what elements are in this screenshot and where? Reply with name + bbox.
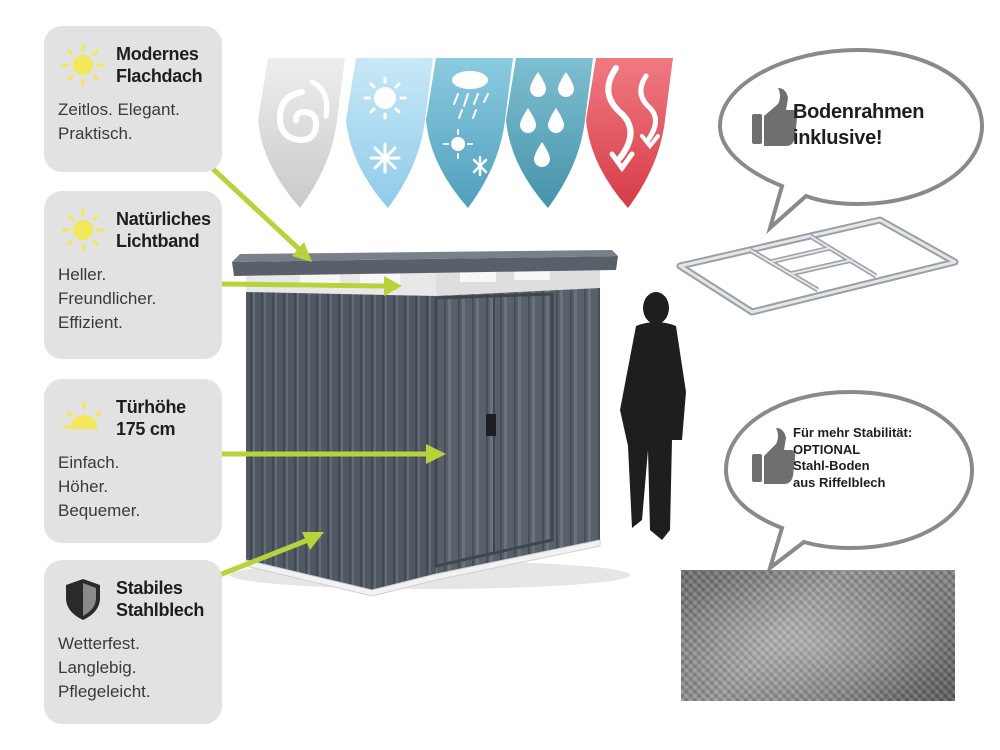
- sun-icon: [58, 40, 108, 90]
- sun-snowflake-icon: [346, 58, 433, 208]
- cloud-rain-sun-icon: [426, 58, 513, 208]
- floor-frame: [676, 216, 959, 316]
- half-sun-icon: [58, 393, 108, 443]
- speech-bubble-stabilitaet: [723, 389, 975, 574]
- feature-title: Natürliches Lichtband: [116, 209, 211, 251]
- feature-card-tuerhoehe: Türhöhe 175 cm Einfach. Höher. Bequemer.: [44, 379, 222, 543]
- feature-description: Heller. Freundlicher. Effizient.: [58, 265, 157, 332]
- garden-shed: [230, 250, 630, 597]
- thumbs-up-icon: [752, 428, 796, 484]
- feature-card-flachdach: Modernes Flachdach Zeitlos. Elegant. Pra…: [44, 26, 222, 172]
- weather-banners: [258, 58, 673, 208]
- raindrops-icon: [506, 58, 593, 208]
- feature-title: Modernes Flachdach: [116, 44, 203, 86]
- feature-title: Stabiles Stahlblech: [116, 578, 205, 620]
- person-silhouette: [620, 292, 686, 540]
- callout-arrows: [209, 165, 446, 577]
- bubble-text-stahlboden: Für mehr Stabilität: OPTIONAL Stahl-Bode…: [793, 425, 913, 490]
- bubble-text-bodenrahmen: Bodenrahmen inklusive!: [793, 101, 925, 149]
- feature-description: Wetterfest. Langlebig. Pflegeleicht.: [58, 634, 151, 701]
- thumbs-up-icon: [752, 88, 798, 146]
- wind-swirl-icon: [258, 58, 345, 208]
- shield-icon: [58, 574, 108, 624]
- feature-card-lichtband: Natürliches Lichtband Heller. Freundlich…: [44, 191, 222, 359]
- checker-plate-floor-image: [681, 570, 955, 701]
- feature-card-stahlblech: Stabiles Stahlblech Wetterfest. Langlebi…: [44, 560, 222, 724]
- feature-title: Türhöhe 175 cm: [116, 397, 186, 439]
- feature-description: Zeitlos. Elegant. Praktisch.: [58, 100, 180, 143]
- sun-icon: [58, 205, 108, 255]
- heat-arrows-icon: [586, 58, 673, 208]
- feature-description: Einfach. Höher. Bequemer.: [58, 453, 141, 520]
